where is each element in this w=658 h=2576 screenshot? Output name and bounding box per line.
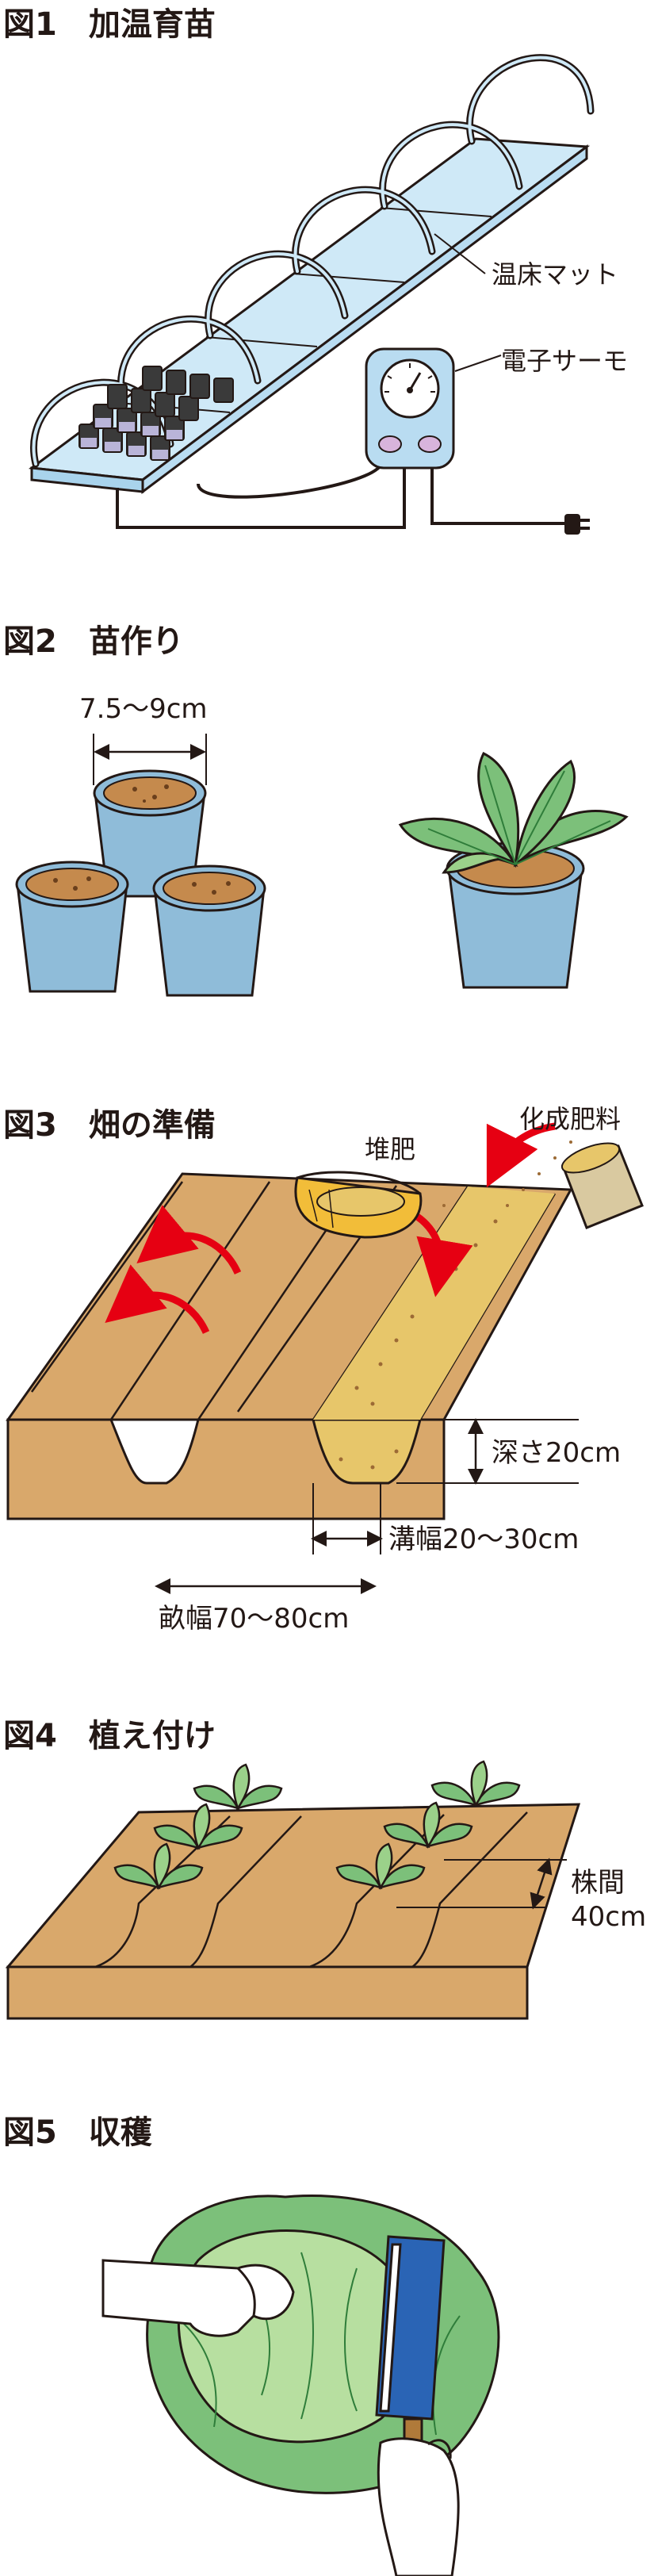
thermostat-label: 電子サーモ [501,346,628,376]
seedling-in-pot [398,751,629,989]
trench-right [312,1418,422,1485]
fertilizer-cup [560,1142,644,1229]
pot-front-right [152,864,266,997]
hotbed-mat-label: 温床マット [492,259,618,289]
ridges [94,1811,528,1968]
figure-4-title: 図4 植え付け [3,1718,216,1754]
plant-spacing-label-2: 40cm [571,1901,646,1933]
pot-size-label: 7.5～9cm [79,693,208,725]
cabbage [146,2194,500,2494]
figure-2: 図2 苗作り 7.5～9cm [3,623,629,997]
fertilizer-granules [339,1140,572,1470]
thermostat-leader [454,355,502,372]
figure-1-title: 図1 加温育苗 [3,6,216,43]
figure-3-title: 図3 畑の準備 [3,1107,216,1144]
compost-basket [294,1171,423,1239]
compost-label: 堆肥 [365,1134,415,1164]
ridge-width-label: 畝幅70～80cm [159,1603,349,1635]
trench-left [109,1418,200,1485]
figure-1: 図1 加温育苗 [3,6,628,535]
trench-width-label: 溝幅20～30cm [388,1524,579,1555]
power-plug [564,514,590,535]
plant-spacing-dimension [530,1857,553,1910]
planted-seedlings [113,1760,521,1890]
figure-5-title: 図5 収穫 [3,2114,152,2151]
fertilizer-in-trench [313,1186,555,1420]
figure-2-title: 図2 苗作り [3,623,184,660]
tunnel-hoop-highlights [32,56,592,466]
tunnel-base-side [141,144,588,494]
figure-5: 図5 収穫 [3,2114,500,2576]
pot-back [93,769,207,898]
right-hand [377,2437,460,2576]
electronic-thermostat [365,347,455,470]
left-hand [101,2259,295,2337]
field-front-planting [6,1965,529,2020]
seedling-pots [78,366,234,461]
depth-label: 深さ20cm [492,1437,621,1469]
pot-front-left [15,861,129,993]
plant-spacing-label-1: 株間 [571,1867,625,1899]
figure-4: 図4 植え付け [3,1718,646,2020]
hotbed-mat-leader [434,233,486,274]
field-top-planting [5,1803,581,1968]
figure-3: 図3 畑の準備 [3,1104,644,1635]
fertilizer-label: 化成肥料 [519,1104,621,1134]
thermostat-needle [408,372,422,391]
